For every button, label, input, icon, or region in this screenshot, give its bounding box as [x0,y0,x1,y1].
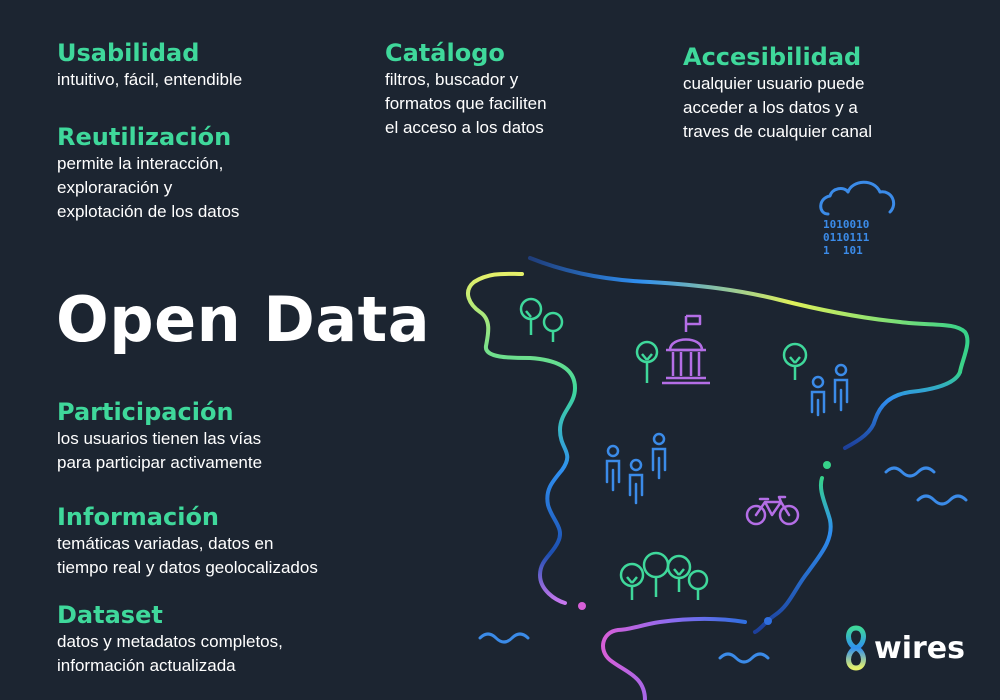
feature-reutilizacion: Reutilización permite la interacción, ex… [57,122,239,224]
feature-heading: Reutilización [57,123,232,151]
coastline-east [843,370,962,450]
description-line: formatos que faciliten [385,94,547,113]
tree-icon [635,340,659,383]
description-line: datos y metadatos completos, [57,632,283,651]
cloud-binary-text: 1010010 0110111 1 101 [823,218,870,257]
feature-description: cualquier usuario puede acceder a los da… [683,72,872,144]
description-line: para participar activamente [57,453,263,472]
feature-participacion: Participación los usuarios tienen las ví… [57,397,262,475]
feature-accesibilidad: Accesibilidad cualquier usuario puede ac… [683,42,872,144]
wires-logo: wires [842,624,965,672]
tree-icon [782,342,808,380]
feature-description: permite la interacción, exploraración y … [57,152,239,224]
feature-description: temáticas variadas, datos en tiempo real… [57,532,318,580]
description-line: información actualizada [57,656,236,675]
feature-dataset: Dataset datos y metadatos completos, inf… [57,600,283,678]
government-building-icon [662,314,710,385]
feature-description: datos y metadatos completos, información… [57,630,283,678]
person-icon [605,444,621,492]
brand-name: wires [874,630,965,666]
bicycle-icon [745,495,800,526]
wires-logo-icon [846,625,866,671]
feature-informacion: Información temáticas variadas, datos en… [57,502,318,580]
tree-icon [519,297,564,342]
cloud-data-icon [819,180,896,216]
svg-text:1010010: 1010010 [823,218,869,231]
feature-description: intuitivo, fácil, entendible [57,68,242,92]
coastline-south [601,617,747,700]
description-line: cualquier usuario puede [683,74,865,93]
wave-icon [478,466,968,664]
feature-heading: Participación [57,398,234,426]
feature-heading: Catálogo [385,39,505,67]
feature-description: filtros, buscador y formatos que facilit… [385,68,547,140]
svg-text:0110111: 0110111 [823,231,870,244]
description-line: temáticas variadas, datos en [57,534,274,553]
description-line: tiempo real y datos geolocalizados [57,558,318,577]
description-line: traves de cualquier canal [683,122,873,141]
description-line: filtros, buscador y [385,70,519,89]
person-icon [651,432,667,480]
feature-heading: Usabilidad [57,39,200,67]
description-line: acceder a los datos y a [683,98,858,117]
feature-description: los usuarios tienen las vías para partic… [57,427,262,475]
tree-icon [619,551,709,600]
description-line: intuitivo, fácil, entendible [57,70,243,89]
page-title: Open Data [56,283,431,356]
description-line: el acceso a los datos [385,118,544,137]
feature-heading: Información [57,503,220,531]
person-icon [810,375,826,417]
svg-text:1 101: 1 101 [823,244,863,257]
person-icon [833,363,849,412]
feature-heading: Accesibilidad [683,43,862,71]
person-icon [628,458,644,505]
description-line: los usuarios tienen las vías [57,429,262,448]
description-line: explotación de los datos [57,202,240,221]
feature-usabilidad: Usabilidad intuitivo, fácil, entendible [57,38,242,92]
coastline-west [466,271,577,605]
feature-catalogo: Catálogo filtros, buscador y formatos qu… [385,38,547,140]
coastline-north [528,256,970,374]
feature-heading: Dataset [57,601,163,629]
description-line: permite la interacción, [57,154,224,173]
description-line: exploraración y [57,178,173,197]
